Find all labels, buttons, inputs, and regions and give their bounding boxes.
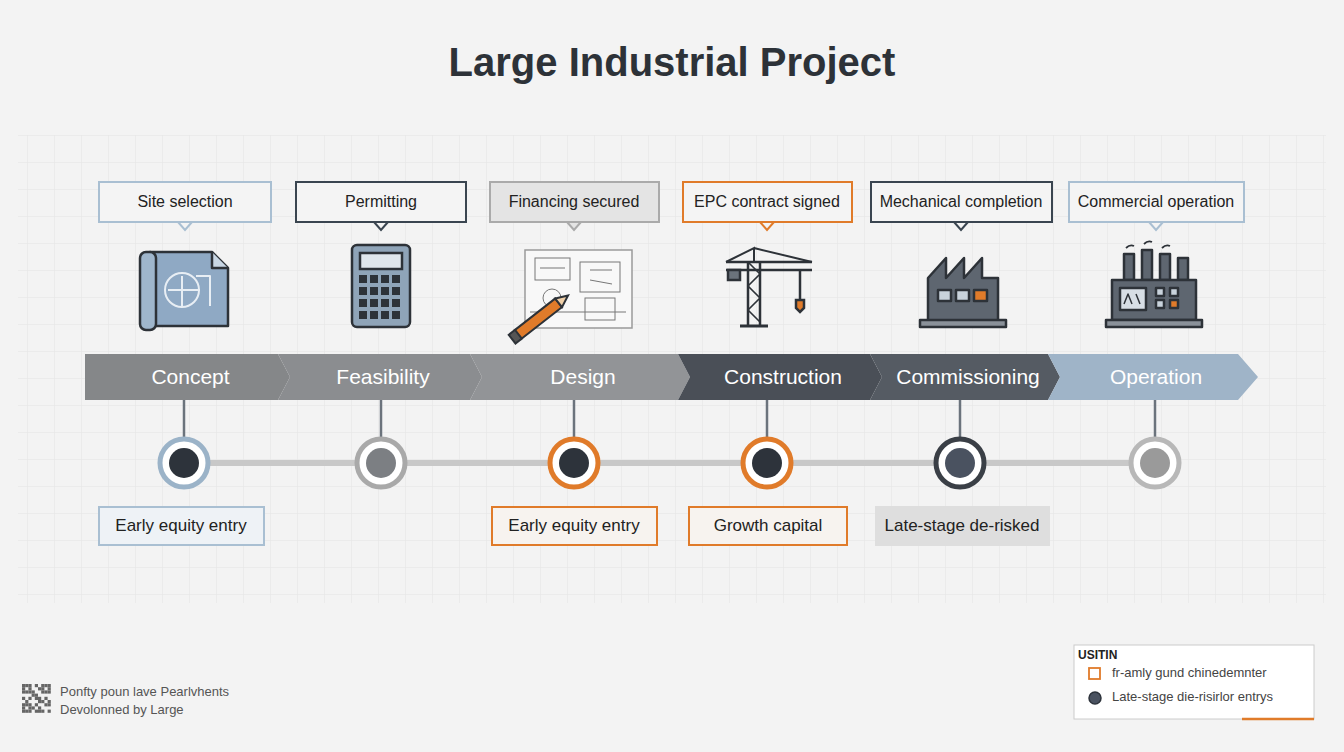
phase-chevron: Commissioning [870,354,1060,400]
grid-background [18,135,1326,603]
box-label: EPC contract signed [694,193,840,211]
box-label: Early equity entry [115,516,246,536]
callout-box: EPC contract signed [682,181,853,223]
investor-box: Early equity entry [98,506,265,546]
timeline [160,400,1179,487]
footer-note: Ponfty poun lave Pearlvhents [60,684,229,699]
legend-frame [1074,645,1314,719]
phase-name: Commissioning [890,365,1040,389]
blueprint-icon [140,252,228,330]
legend-sample-circle [1089,692,1101,704]
legend-text: fr-amly gund chinedemnter [1112,665,1267,680]
crane-icon [726,248,812,326]
phase-name: Construction [718,365,842,389]
phase-name: Operation [1104,365,1202,389]
legend-text: Late-stage die-risirlor entrys [1112,689,1273,704]
phase-name: Concept [145,365,229,389]
phase-chevron: Feasibility [278,354,482,400]
phase-name: Feasibility [330,365,429,389]
callout-box: Permitting [295,181,467,223]
legend-sample-square [1089,668,1100,679]
investor-box: Early equity entry [491,506,658,546]
box-label: Site selection [137,193,232,211]
phase-chevron: Concept [85,354,290,400]
phase-chevron: Design [470,354,690,400]
callout-box: Financing secured [489,181,660,223]
box-label: Mechanical completion [880,193,1043,211]
callout-box: Mechanical completion [870,181,1053,223]
footer-note: Devolonned by Large [60,702,184,717]
diagram-title: Large Industrial Project [0,40,1344,85]
drawing-icon [509,250,632,343]
box-label: Permitting [345,193,417,211]
factory-icon [920,258,1006,327]
phase-chevron: Operation [1048,354,1258,400]
callout-pointers [178,222,1163,230]
legend-heading: USITIN [1078,648,1117,662]
box-label: Late-stage de-risked [885,516,1040,536]
phase-name: Design [544,365,615,389]
investor-box: Growth capital [688,506,848,546]
box-label: Growth capital [714,516,823,536]
investor-box: Late-stage de-risked [875,506,1050,546]
qr-icon [22,684,51,713]
plant-icon [1106,241,1202,327]
box-label: Early equity entry [508,516,639,536]
callout-box: Site selection [98,181,272,223]
box-label: Financing secured [509,193,640,211]
phase-chevron: Construction [678,354,882,400]
callout-box: Commercial operation [1068,181,1245,223]
box-label: Commercial operation [1078,193,1235,211]
calculator-icon [352,245,410,327]
